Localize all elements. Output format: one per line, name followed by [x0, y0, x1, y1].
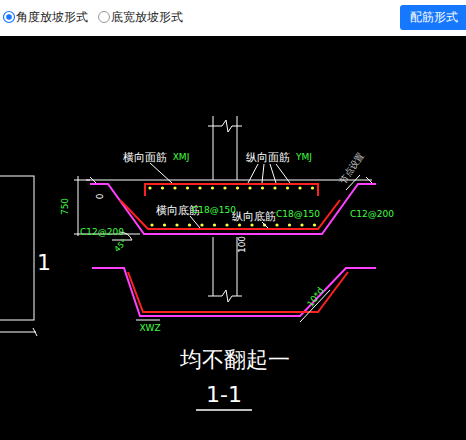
- rebar-dot: [236, 186, 239, 189]
- rebar-spec: C18@150: [192, 206, 236, 215]
- section-outline: [0, 176, 34, 320]
- toolbar: [0, 0, 466, 36]
- rebar-dot: [211, 186, 214, 189]
- rebar-dot: [298, 186, 301, 189]
- rebar-label: 纵向底筋: [232, 211, 276, 222]
- rebar: [120, 184, 340, 229]
- rebar-dot: [238, 223, 241, 226]
- radio-label: 底宽放坡形式: [111, 11, 183, 23]
- button: [400, 5, 466, 30]
- rebar-dot: [175, 223, 178, 226]
- rebar-dot: [213, 223, 216, 226]
- rebar-dots: [148, 186, 316, 226]
- rebar-dot: [198, 186, 201, 189]
- radio-selected: [4, 12, 15, 23]
- rebar-dot: [275, 223, 278, 226]
- rebar-dot: [223, 186, 226, 189]
- rebar-label: 纵向面筋: [246, 152, 290, 163]
- rebar-dot: [148, 186, 151, 189]
- rebar-dot: [313, 223, 316, 226]
- rebar-spec: C18@150: [276, 210, 320, 219]
- rebar-dot: [286, 186, 289, 189]
- rebar-dot: [261, 186, 264, 189]
- rebar-spec: C12@200: [80, 228, 124, 237]
- rebar-code: XMJ: [173, 153, 190, 162]
- rebar-dot: [173, 186, 176, 189]
- rebar-dot: [273, 186, 276, 189]
- rebar-spec: C12@200: [350, 210, 394, 219]
- radio: [99, 12, 110, 23]
- rebar-dot: [288, 223, 291, 226]
- note: 均不翻起一: [180, 349, 290, 371]
- rebar-dot: [300, 223, 303, 226]
- footing-outline: [90, 184, 376, 234]
- rebar-dot: [163, 223, 166, 226]
- dimension: 100: [239, 235, 248, 252]
- dimension: XWZ: [139, 324, 160, 333]
- rebar-dot: [150, 223, 153, 226]
- section-mark: 1: [37, 252, 51, 274]
- rebar-dot: [186, 186, 189, 189]
- rebar-code: YMJ: [296, 153, 312, 162]
- rebar-dot: [248, 186, 251, 189]
- button-label: 配筋形式: [410, 11, 458, 23]
- rebar-label: 横向面筋: [123, 152, 167, 163]
- rebar-dot: [161, 186, 164, 189]
- angle: 45°: [113, 238, 129, 254]
- section-title: 1-1: [206, 384, 242, 406]
- rebar-dot: [188, 223, 191, 226]
- rebar-dot: [200, 223, 203, 226]
- radio-label: 角度放坡形式: [16, 11, 88, 23]
- dimension: 750: [62, 197, 71, 214]
- radio-dot: [6, 14, 12, 20]
- rebar-dot: [311, 186, 314, 189]
- dimension: 0: [96, 193, 105, 199]
- rebar-dot: [225, 223, 228, 226]
- rebar-dot: [250, 223, 253, 226]
- detail-outline: [92, 268, 376, 316]
